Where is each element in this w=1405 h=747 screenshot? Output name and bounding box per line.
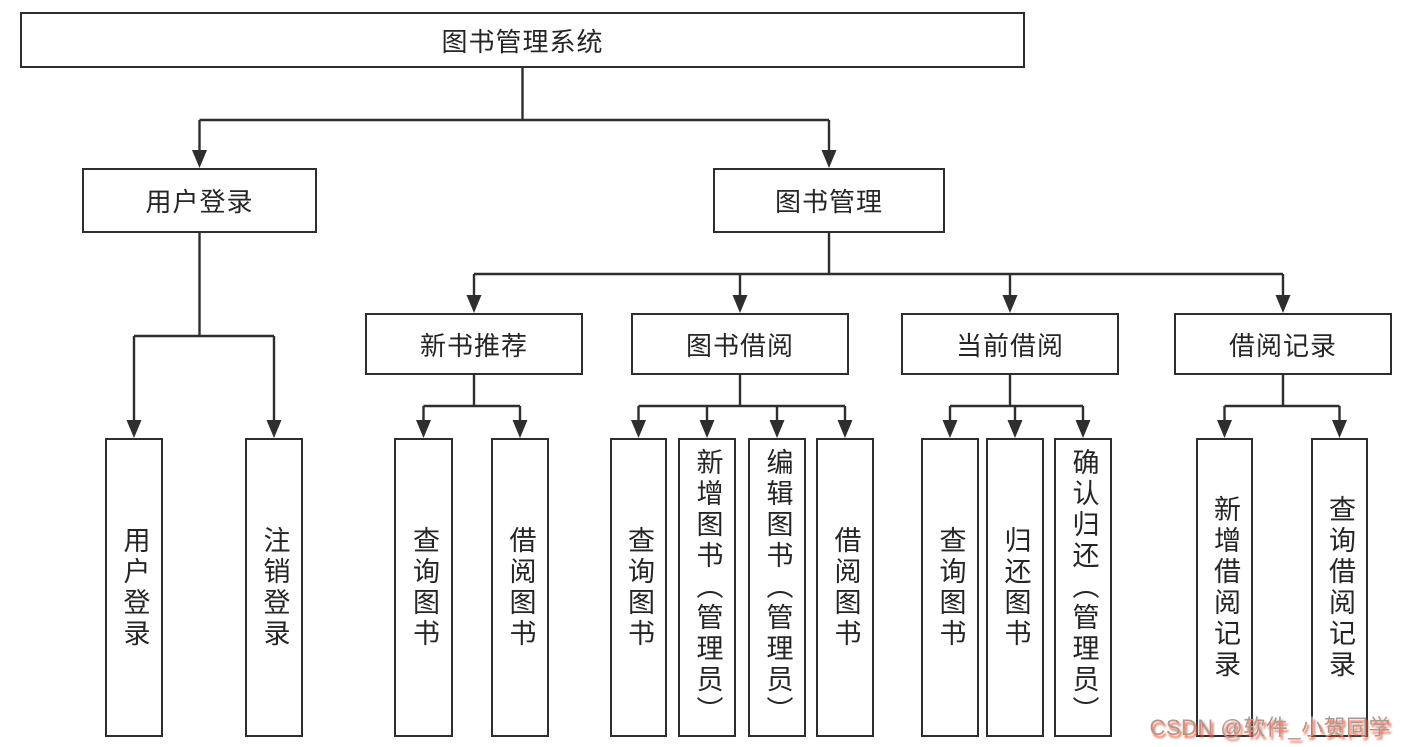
node-leaf-borrowing-add-books-label: 新增图书（管理员） [692, 448, 723, 727]
node-leaf-user-login-label: 用户登录 [119, 525, 150, 650]
connector-user-login-to-leaves [126, 233, 282, 438]
node-leaf-borrowing-borrow-books: 借阅图书 [816, 438, 874, 737]
connector-borrowing-records-to-leaves [1217, 375, 1347, 438]
node-root-label: 图书管理系统 [441, 26, 604, 57]
node-leaf-current-query-books-label: 查询图书 [935, 525, 966, 650]
node-user-login-label: 用户登录 [145, 187, 254, 217]
node-new-book-recommend-label: 新书推荐 [419, 330, 528, 361]
node-leaf-user-login: 用户登录 [105, 438, 163, 737]
node-leaf-logout-label: 注销登录 [259, 525, 290, 650]
connector-book-management-to-level3 [466, 233, 1291, 313]
node-leaf-borrowing-borrow-books-label: 借阅图书 [830, 525, 861, 650]
node-leaf-borrowing-edit-books: 编辑图书（管理员） [748, 438, 806, 737]
node-root: 图书管理系统 [20, 12, 1025, 68]
node-leaf-records-query-record: 查询借阅记录 [1311, 438, 1368, 737]
node-current-borrowing-label: 当前借阅 [955, 330, 1064, 361]
connector-new-book-recommend-to-leaves [416, 375, 528, 438]
node-leaf-records-add-record-label: 新增借阅记录 [1210, 494, 1240, 681]
node-leaf-logout: 注销登录 [245, 438, 303, 737]
node-leaf-recommend-borrow-books: 借阅图书 [491, 438, 549, 737]
node-leaf-recommend-query-books-label: 查询图书 [409, 525, 439, 650]
node-book-borrowing: 图书借阅 [631, 313, 849, 375]
node-current-borrowing: 当前借阅 [901, 313, 1119, 375]
node-book-borrowing-label: 图书借阅 [685, 330, 794, 361]
node-leaf-current-return-books: 归还图书 [986, 438, 1044, 737]
csdn-watermark: CSDN @软件_小贺同学 [1149, 715, 1391, 740]
node-leaf-recommend-borrow-books-label: 借阅图书 [505, 525, 536, 650]
node-leaf-borrowing-add-books: 新增图书（管理员） [678, 438, 736, 737]
node-user-login: 用户登录 [82, 168, 317, 233]
node-book-management-label: 图书管理 [774, 187, 883, 217]
node-leaf-current-confirm-return-label: 确认归还（管理员） [1068, 448, 1099, 727]
node-leaf-borrowing-query-books: 查询图书 [610, 438, 667, 737]
node-leaf-current-return-books-label: 归还图书 [1000, 525, 1031, 650]
node-borrowing-records-label: 借阅记录 [1228, 330, 1337, 361]
node-leaf-current-confirm-return: 确认归还（管理员） [1054, 438, 1112, 737]
connector-current-borrowing-to-leaves [942, 375, 1091, 438]
node-leaf-borrowing-edit-books-label: 编辑图书（管理员） [762, 448, 793, 727]
node-leaf-records-add-record: 新增借阅记录 [1196, 438, 1253, 737]
node-book-management: 图书管理 [713, 168, 945, 233]
node-new-book-recommend: 新书推荐 [365, 313, 583, 375]
node-borrowing-records: 借阅记录 [1174, 313, 1392, 375]
connector-root-to-level2 [192, 68, 837, 168]
node-leaf-borrowing-query-books-label: 查询图书 [624, 525, 654, 650]
connector-book-borrowing-to-leaves [631, 375, 853, 438]
node-leaf-current-query-books: 查询图书 [921, 438, 979, 737]
node-leaf-records-query-record-label: 查询借阅记录 [1325, 494, 1355, 681]
node-leaf-recommend-query-books: 查询图书 [394, 438, 453, 737]
